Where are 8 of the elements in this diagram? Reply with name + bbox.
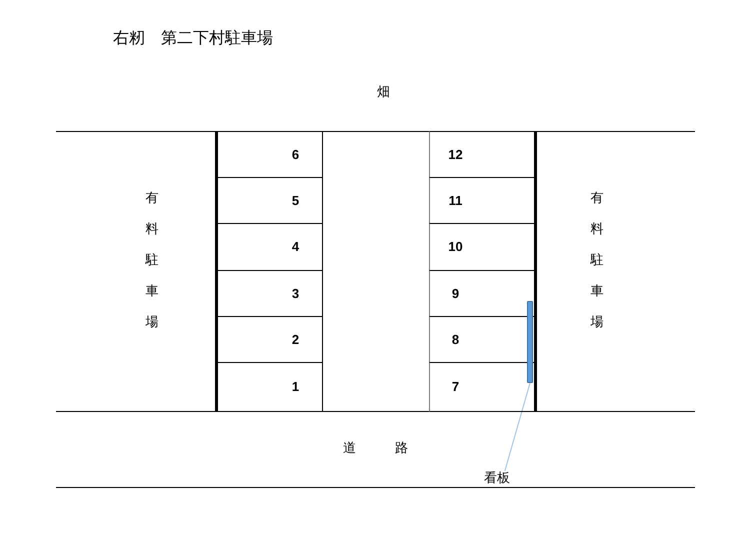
title: 右籾 第二下村駐車場 [113, 28, 273, 48]
leader-line [504, 382, 530, 472]
area-label: 有料駐車場 [589, 190, 604, 332]
area-label: 畑 [377, 85, 390, 101]
signboard [527, 301, 533, 383]
area-label: 有料駐車場 [144, 190, 160, 332]
callout-label: 看板 [483, 471, 511, 487]
area-label: 道 路 [343, 441, 408, 457]
